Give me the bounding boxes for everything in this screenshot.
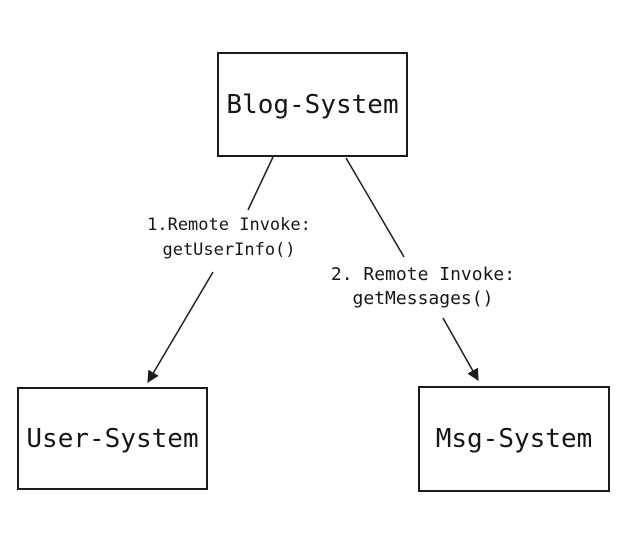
node-user-system-label: User-System <box>26 423 199 454</box>
node-user-system: User-System <box>17 387 208 490</box>
edge-label-get-messages-line2: getMessages() <box>352 288 494 309</box>
node-blog-system: Blog-System <box>217 52 408 157</box>
node-msg-system-label: Msg-System <box>435 424 593 454</box>
edge-blog-to-msg-arrow-segment <box>442 317 479 382</box>
edge-label-get-user-info-line2: getUserInfo() <box>162 240 296 260</box>
edge-label-get-messages: 2. Remote Invoke: getMessages() <box>327 263 519 311</box>
node-msg-system: Msg-System <box>418 386 610 492</box>
edge-blog-to-user-upper-segment <box>247 156 274 211</box>
edge-blog-to-msg-upper-segment <box>345 157 405 258</box>
edge-label-get-messages-line1: 2. Remote Invoke: <box>330 264 516 285</box>
node-blog-system-label: Blog-System <box>226 89 399 120</box>
edge-label-get-user-info-line1: 1.Remote Invoke: <box>147 215 311 235</box>
edge-blog-to-user-arrow-segment <box>147 271 214 384</box>
edge-label-get-user-info: 1.Remote Invoke: getUserInfo() <box>134 213 324 263</box>
